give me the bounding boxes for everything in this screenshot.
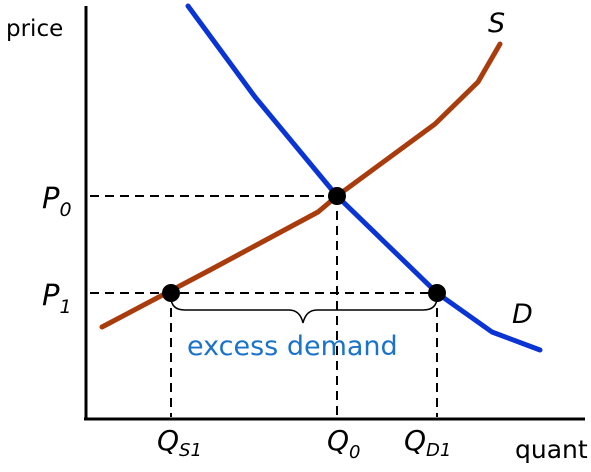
price-label-p0: P0 bbox=[42, 181, 72, 221]
quantity-label-qd1: QD1 bbox=[404, 424, 451, 461]
quantity-label-qs1: QS1 bbox=[157, 424, 202, 461]
x-axis-label: quant bbox=[515, 435, 588, 464]
excess-demand-label: excess demand bbox=[187, 331, 398, 362]
demand-point-p1 bbox=[428, 284, 446, 302]
demand-label: D bbox=[512, 299, 533, 330]
supply-curve bbox=[99, 41, 503, 330]
y-axis-label: price bbox=[6, 16, 63, 42]
excess-demand-brace bbox=[170, 296, 438, 324]
guide-lines bbox=[90, 195, 438, 417]
equilibrium-point bbox=[328, 187, 346, 205]
demand-curve bbox=[185, 3, 543, 353]
quantity-label-q0: Q0 bbox=[327, 424, 361, 463]
supply-label: S bbox=[488, 8, 505, 39]
price-label-p1: P1 bbox=[42, 278, 72, 318]
supply-point-p1 bbox=[162, 284, 180, 302]
